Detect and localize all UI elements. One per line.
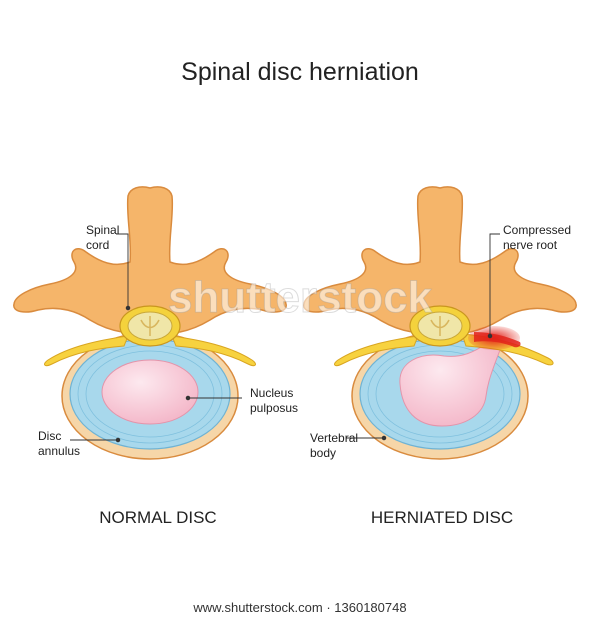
herniated-nerve-root xyxy=(334,335,419,367)
caption-herniated-disc: HERNIATED DISC xyxy=(370,508,514,527)
label-annulus-2: annulus xyxy=(38,444,80,458)
label-nerve-2: nerve root xyxy=(503,238,558,252)
cord-grey-matter xyxy=(140,316,160,336)
watermark: shutterstock xyxy=(168,273,433,322)
normal-nerve-root xyxy=(171,335,256,367)
leader-dot xyxy=(487,333,493,339)
label-vertebral-2: body xyxy=(310,446,336,460)
label-nucleus-1: Nucleus xyxy=(250,386,293,400)
leader-spinal-cord xyxy=(116,233,129,308)
annulus-ring xyxy=(375,350,505,438)
label-nucleus-2: pulposus xyxy=(250,401,298,415)
leader-dot xyxy=(125,305,131,311)
leader-dot xyxy=(185,395,191,401)
normal-vertebra xyxy=(13,186,287,460)
page-title: Spinal disc herniation xyxy=(181,58,419,86)
herniated-vertebra xyxy=(303,186,577,460)
annulus-ring xyxy=(85,350,215,438)
leader-dot xyxy=(381,435,387,441)
label-vertebral-1: Vertebral xyxy=(310,431,358,445)
leader-compressed-nerve xyxy=(489,233,500,336)
footer-credit: www.shutterstock.com · 1360180748 xyxy=(193,600,407,615)
label-annulus-1: Disc xyxy=(38,429,61,443)
label-nerve-1: Compressed xyxy=(503,223,571,237)
label-spinal-cord-2: cord xyxy=(86,238,109,252)
caption-normal-disc: NORMAL DISC xyxy=(99,508,217,527)
label-spinal-cord-1: Spinal xyxy=(86,223,119,237)
normal-nerve-root xyxy=(44,335,129,367)
inflamed-nerve-segment xyxy=(474,332,521,348)
leader-dot xyxy=(115,437,121,443)
leader-lines xyxy=(70,233,500,443)
normal-nucleus-pulposus xyxy=(101,359,199,425)
cord-grey-matter xyxy=(430,316,450,336)
